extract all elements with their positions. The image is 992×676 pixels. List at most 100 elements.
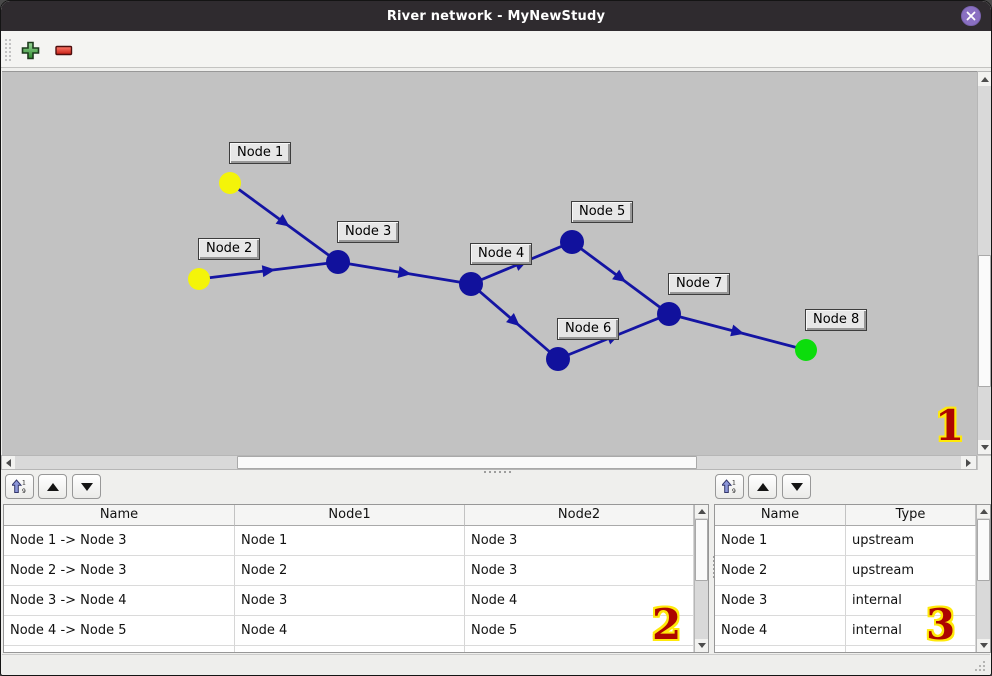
table-cell[interactable]: upstream bbox=[846, 556, 976, 586]
node-node6[interactable] bbox=[546, 347, 570, 371]
horizontal-splitter[interactable] bbox=[1, 469, 991, 474]
node-label: Node 6 bbox=[557, 318, 620, 340]
reaches-move-up-button[interactable] bbox=[38, 474, 67, 499]
node-node2[interactable] bbox=[188, 268, 210, 290]
sort-ascending-icon: 1 9 bbox=[12, 479, 26, 494]
scroll-left-button[interactable] bbox=[2, 456, 15, 469]
move-up-icon bbox=[756, 482, 769, 491]
triangle-up-icon bbox=[697, 509, 706, 514]
table-cell[interactable]: Node 1 bbox=[715, 526, 846, 556]
sort-ascending-icon: 1 9 bbox=[722, 479, 736, 494]
node-node7[interactable] bbox=[657, 302, 681, 326]
table-cell[interactable]: Node 2 bbox=[715, 556, 846, 586]
svg-text:9: 9 bbox=[732, 488, 736, 494]
annotation-3: 3 bbox=[926, 600, 956, 649]
close-icon bbox=[966, 11, 976, 21]
nodes-table-scrollbar[interactable] bbox=[976, 505, 990, 652]
nodes-move-up-button[interactable] bbox=[748, 474, 777, 499]
scroll-up-button[interactable] bbox=[977, 505, 990, 518]
table-cell[interactable]: Node 4 bbox=[715, 616, 846, 646]
column-header[interactable]: Name bbox=[4, 505, 235, 526]
svg-text:1: 1 bbox=[22, 480, 26, 487]
reaches-move-down-button[interactable] bbox=[72, 474, 101, 499]
edge-node5-node7[interactable] bbox=[571, 240, 670, 316]
horizontal-scroll-thumb[interactable] bbox=[237, 456, 697, 469]
close-button[interactable] bbox=[961, 6, 981, 26]
edge-node1-node3[interactable] bbox=[229, 181, 339, 264]
nodes-sort-button[interactable]: 1 9 bbox=[715, 474, 744, 499]
table-cell[interactable]: Node 4 bbox=[235, 616, 465, 646]
edge-node7-node8[interactable] bbox=[668, 312, 807, 352]
scroll-up-button[interactable] bbox=[978, 72, 991, 86]
edge-node3-node4[interactable] bbox=[337, 260, 472, 286]
node-node3[interactable] bbox=[326, 250, 350, 274]
scroll-thumb[interactable] bbox=[977, 519, 990, 581]
node-label: Node 8 bbox=[805, 309, 868, 331]
table-cell[interactable]: Node 5 bbox=[465, 616, 694, 646]
column-header[interactable]: Node2 bbox=[465, 505, 694, 526]
edge-node4-node6[interactable] bbox=[470, 282, 559, 361]
svg-text:1: 1 bbox=[732, 480, 736, 487]
table-cell[interactable]: Node 3 bbox=[465, 556, 694, 586]
statusbar bbox=[2, 654, 990, 675]
scroll-down-button[interactable] bbox=[977, 639, 990, 652]
move-up-icon bbox=[46, 482, 59, 491]
remove-button[interactable] bbox=[52, 38, 76, 62]
canvas-vertical-scrollbar[interactable] bbox=[977, 71, 991, 455]
scroll-down-button[interactable] bbox=[695, 639, 708, 652]
table-cell[interactable]: Node 3 bbox=[465, 526, 694, 556]
add-button[interactable] bbox=[18, 38, 42, 62]
node-node8[interactable] bbox=[795, 339, 817, 361]
resize-grip[interactable] bbox=[974, 660, 986, 672]
vertical-splitter[interactable] bbox=[711, 549, 716, 585]
table-cell[interactable]: Node 2 bbox=[235, 556, 465, 586]
scroll-thumb[interactable] bbox=[695, 519, 708, 581]
scroll-right-button[interactable] bbox=[961, 456, 976, 469]
edge-node2-node3[interactable] bbox=[198, 260, 339, 281]
table-cell[interactable]: Node 3 bbox=[715, 586, 846, 616]
canvas-horizontal-scrollbar[interactable] bbox=[1, 455, 977, 470]
table-cell[interactable]: Node 3 -> Node 4 bbox=[4, 586, 235, 616]
node-node4[interactable] bbox=[459, 272, 483, 296]
column-header[interactable]: Name bbox=[715, 505, 846, 526]
vertical-scroll-thumb[interactable] bbox=[978, 255, 991, 387]
table-cell[interactable]: upstream bbox=[846, 526, 976, 556]
window-title: River network - MyNewStudy bbox=[386, 8, 606, 24]
node-node5[interactable] bbox=[560, 230, 584, 254]
nodes-move-down-button[interactable] bbox=[782, 474, 811, 499]
table-cell[interactable]: Node 3 bbox=[235, 586, 465, 616]
table-cell[interactable]: Node 1 bbox=[235, 526, 465, 556]
table-cell[interactable]: internal bbox=[846, 616, 976, 646]
table-cell[interactable]: internal bbox=[846, 586, 976, 616]
reaches-sort-button[interactable]: 1 9 bbox=[5, 474, 34, 499]
node-label: Node 5 bbox=[571, 201, 634, 223]
table-cell[interactable]: Node 1 -> Node 3 bbox=[4, 526, 235, 556]
toolbar-grip-handle[interactable] bbox=[4, 38, 12, 62]
scroll-up-button[interactable] bbox=[695, 505, 708, 518]
node-label: Node 3 bbox=[337, 221, 400, 243]
table-cell[interactable]: Node 4 bbox=[465, 586, 694, 616]
reaches-table-scrollbar[interactable] bbox=[694, 505, 708, 652]
titlebar[interactable]: River network - MyNewStudy bbox=[1, 1, 991, 31]
plus-icon bbox=[21, 41, 39, 59]
scroll-down-button[interactable] bbox=[978, 440, 991, 454]
table-cell[interactable]: Node 4 -> Node 5 bbox=[4, 616, 235, 646]
column-header[interactable]: Type bbox=[846, 505, 976, 526]
scrollbar-corner bbox=[977, 455, 991, 470]
node-label: Node 4 bbox=[470, 243, 533, 265]
node-node1[interactable] bbox=[219, 172, 241, 194]
column-header[interactable]: Node1 bbox=[235, 505, 465, 526]
svg-text:9: 9 bbox=[22, 488, 26, 494]
table-cell[interactable]: Node 2 -> Node 3 bbox=[4, 556, 235, 586]
